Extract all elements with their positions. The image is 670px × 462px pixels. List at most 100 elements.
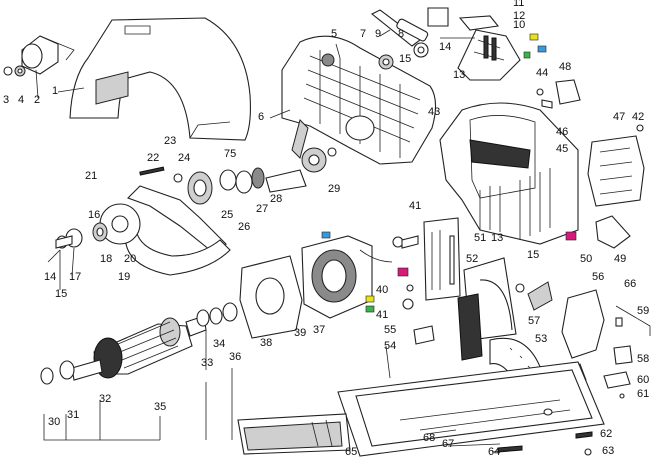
lock-knob: [527, 281, 553, 311]
color-marker-yellow-2: [365, 295, 375, 303]
part-61: [619, 393, 625, 399]
bearing-36: [222, 302, 238, 322]
part-label-43: 43: [428, 106, 440, 118]
color-marker-yellow: [529, 33, 539, 41]
part-60: [603, 371, 631, 389]
part-label-54: 54: [384, 340, 396, 352]
bearing-33: [196, 309, 210, 327]
motor-housing: [439, 102, 579, 245]
part-label-47: 47: [613, 111, 625, 123]
part-label-3: 3: [3, 94, 9, 106]
dust-port: [21, 35, 75, 75]
spindle-parts: [139, 147, 337, 205]
screw-3: [3, 66, 13, 76]
part-label-14: 14: [439, 41, 451, 53]
part-label-53: 53: [535, 333, 547, 345]
part-label-6: 6: [258, 111, 264, 123]
part-label-44: 44: [536, 67, 548, 79]
part-label-50: 50: [580, 253, 592, 265]
part-label-59: 59: [637, 305, 649, 317]
part-label-26: 26: [238, 221, 250, 233]
part-label-36: 36: [229, 351, 241, 363]
part-label-14: 14: [44, 271, 56, 283]
part-label-34: 34: [213, 338, 225, 350]
part-label-39: 39: [294, 327, 306, 339]
part-label-38: 38: [260, 337, 272, 349]
part-label-2: 2: [34, 94, 40, 106]
bearing-31: [59, 360, 75, 380]
part-label-55: 55: [384, 324, 396, 336]
part-label-75: 75: [224, 148, 236, 160]
color-marker-green: [523, 51, 531, 59]
part-label-32: 32: [99, 393, 111, 405]
armature: [71, 315, 207, 381]
hex-key: [615, 305, 651, 336]
part-label-15: 15: [55, 288, 67, 300]
part-label-40: 40: [376, 284, 388, 296]
part-label-46: 46: [556, 126, 568, 138]
part-label-24: 24: [178, 152, 190, 164]
part-label-42: 42: [632, 111, 644, 123]
part-label-9: 9: [375, 28, 381, 40]
part-label-30: 30: [48, 416, 60, 428]
part-label-27: 27: [256, 203, 268, 215]
part-label-20: 20: [124, 253, 136, 265]
part-label-16: 16: [88, 209, 100, 221]
bolts-40-41: [392, 235, 419, 310]
part-label-35: 35: [154, 401, 166, 413]
part-label-15b: 15: [527, 249, 539, 261]
part-label-10: 10: [513, 19, 525, 31]
part-label-62: 62: [600, 428, 612, 440]
part-58: [613, 345, 633, 365]
screw-62: [575, 431, 593, 439]
color-marker-green-2: [365, 305, 375, 313]
spindle-assembly: [370, 7, 449, 47]
part-label-15: 15: [399, 53, 411, 65]
color-marker-blue: [537, 45, 547, 53]
part-label-33: 33: [201, 357, 213, 369]
part-label-57: 57: [528, 315, 540, 327]
part-label-63: 63: [602, 445, 614, 457]
part-label-13b: 13: [491, 232, 503, 244]
part-label-65: 65: [345, 446, 357, 458]
part-label-49: 49: [614, 253, 626, 265]
part-label-12: 12: [513, 10, 525, 22]
part-label-22: 22: [147, 152, 159, 164]
color-marker-magenta: [565, 231, 577, 241]
part-55: [413, 325, 435, 345]
part-label-67: 67: [442, 438, 454, 450]
screw-63: [584, 448, 592, 456]
part-label-21: 21: [85, 170, 97, 182]
part-label-11: 11: [513, 0, 524, 9]
color-marker-blue-2: [321, 231, 331, 239]
part-label-23: 23: [164, 135, 176, 147]
part-label-41b: 41: [376, 309, 388, 321]
washer-34: [209, 307, 223, 325]
part-label-17: 17: [69, 271, 81, 283]
bearing-30: [40, 367, 54, 385]
part-59: [615, 317, 623, 327]
brush-cover: [587, 124, 645, 207]
part-label-52: 52: [466, 253, 478, 265]
part-label-4: 4: [18, 94, 24, 106]
part-label-28: 28: [270, 193, 282, 205]
part-label-41: 41: [409, 200, 421, 212]
part-label-5: 5: [331, 28, 337, 40]
base-plate: [337, 361, 605, 457]
color-marker-magenta-2: [397, 267, 409, 277]
part-label-61: 61: [637, 388, 649, 400]
blade-bolt-assembly: [55, 203, 141, 249]
clamp: [595, 215, 631, 249]
depth-plate: [423, 217, 461, 301]
part-label-66: 66: [624, 278, 636, 290]
handle-56: [561, 289, 605, 359]
part-label-56: 56: [592, 271, 604, 283]
rip-fence: [237, 413, 351, 455]
part-label-45: 45: [556, 143, 568, 155]
part-label-58: 58: [637, 353, 649, 365]
part-label-29: 29: [328, 183, 340, 195]
part-label-13: 13: [453, 69, 465, 81]
part-label-48: 48: [559, 61, 571, 73]
part-label-60: 60: [637, 374, 649, 386]
